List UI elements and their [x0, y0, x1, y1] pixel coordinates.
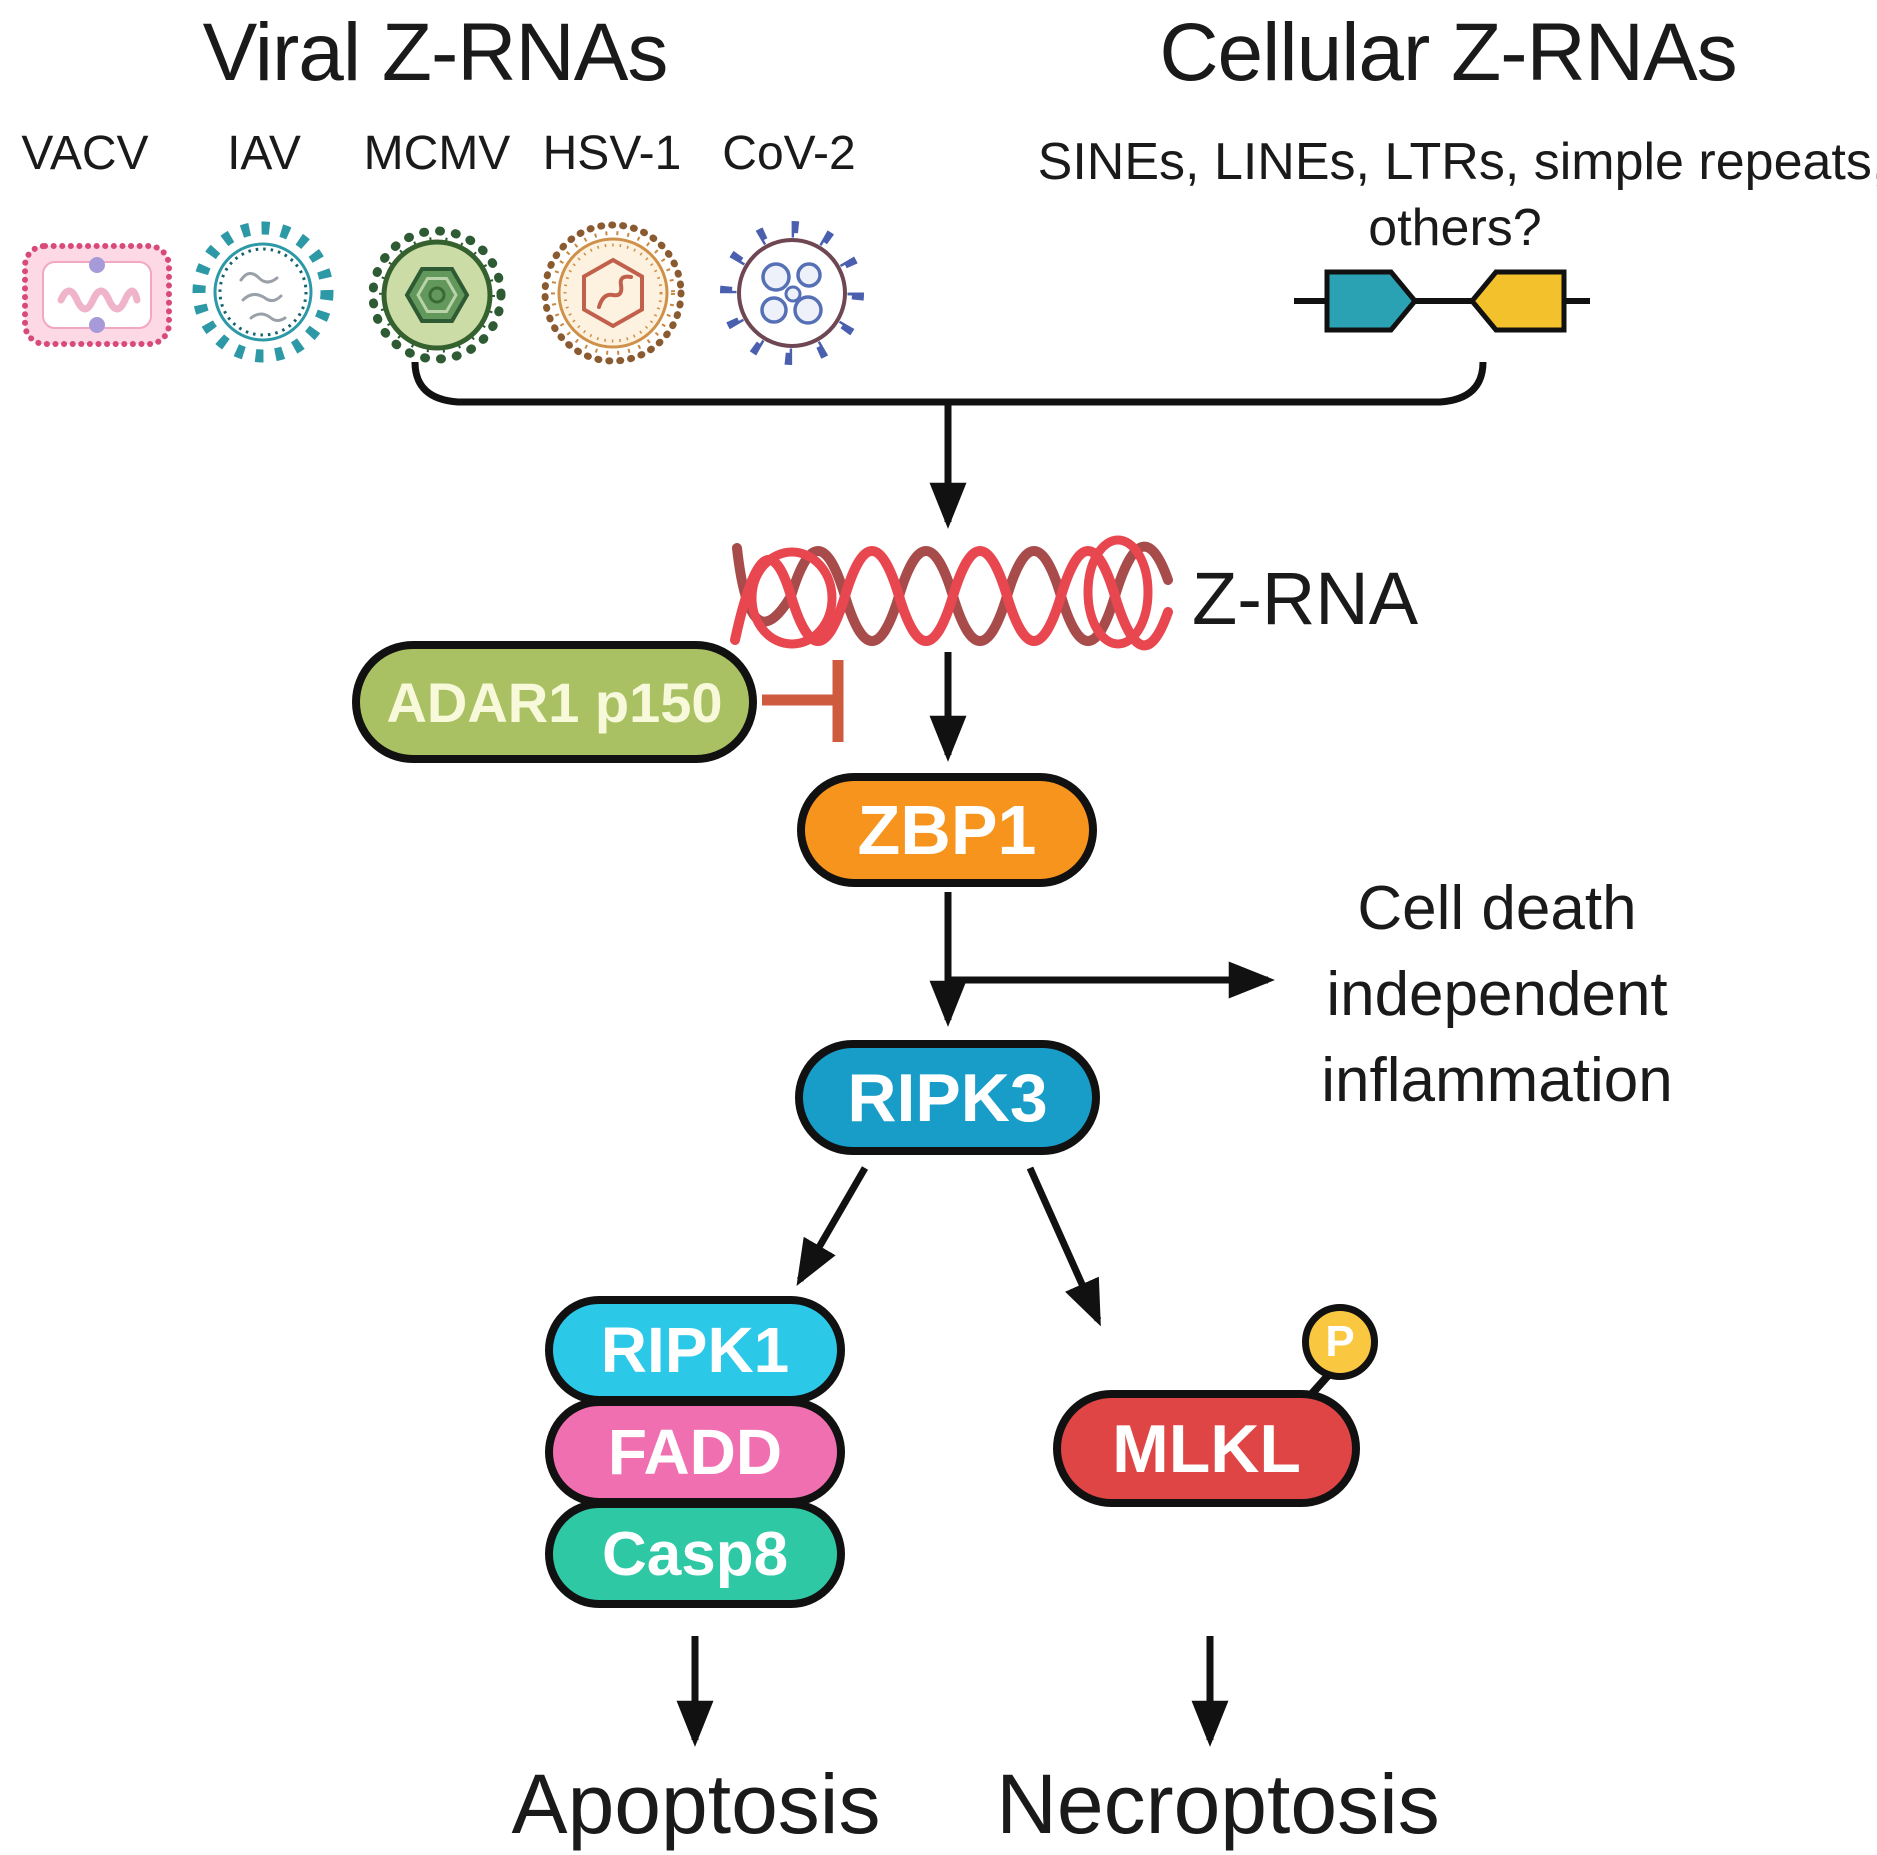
zrna-label: Z-RNA: [1192, 557, 1419, 640]
ripk1-node: RIPK1: [545, 1296, 845, 1404]
viral-section-title: Viral Z-RNAs: [202, 7, 669, 98]
zbp1-label: ZBP1: [857, 791, 1037, 869]
ripk1-label: RIPK1: [600, 1314, 790, 1386]
fadd-label: FADD: [607, 1416, 783, 1488]
hsv1-virus-icon: [538, 218, 688, 368]
phospho-label: P: [1325, 1317, 1355, 1366]
mlkl-label: MLKL: [1112, 1410, 1301, 1487]
z-rna-helix-icon: [730, 535, 1173, 651]
cellular-section-title: Cellular Z-RNAs: [1159, 7, 1737, 98]
zbp1-node: ZBP1: [797, 773, 1097, 887]
virus-label-hsv1: HSV-1: [542, 127, 682, 180]
inflammation-note-line1: Cell death: [1357, 874, 1637, 943]
retroelement-diagram-icon: [1294, 269, 1590, 333]
gather-bracket: [411, 361, 1487, 406]
cellular-subtitle-line1: SINEs, LINEs, LTRs, simple repeats,: [1037, 133, 1877, 191]
pathway-arrows: [676, 404, 1275, 1747]
arrow-ripk3-to-complex: [796, 1166, 869, 1286]
mlkl-node: MLKL: [1053, 1390, 1360, 1507]
virus-label-vacv: VACV: [21, 127, 149, 180]
casp8-label: Casp8: [601, 1519, 789, 1589]
necroptosis-label: Necroptosis: [996, 1757, 1440, 1851]
adar1-p150-node: ADAR1 p150: [352, 641, 757, 763]
virus-label-mcmv: MCMV: [363, 127, 511, 180]
iav-virus-icon: [188, 217, 338, 367]
virus-label-cov2: CoV-2: [722, 127, 856, 180]
inflammation-note-line3: inflammation: [1321, 1046, 1673, 1115]
adar1-p150-label: ADAR1 p150: [386, 670, 723, 734]
inhibition-tbar-icon: [762, 660, 844, 742]
arrow-ripk3-to-mlkl: [1026, 1166, 1102, 1327]
ripk3-node: RIPK3: [795, 1040, 1100, 1155]
cellular-subtitle-line2: others?: [1368, 199, 1542, 257]
cov2-virus-icon: [717, 218, 867, 368]
virus-label-iav: IAV: [227, 127, 301, 180]
fadd-node: FADD: [545, 1398, 845, 1506]
apoptosis-label: Apoptosis: [511, 1757, 881, 1851]
casp8-node: Casp8: [545, 1500, 845, 1608]
inflammation-note: Cell death independent inflammation: [1321, 866, 1672, 1124]
mcmv-virus-icon: [362, 220, 512, 370]
phospho-badge: P: [1302, 1304, 1378, 1380]
inflammation-note-line2: independent: [1326, 960, 1668, 1029]
ripk3-label: RIPK3: [847, 1059, 1048, 1136]
vacv-virus-icon: [17, 238, 177, 352]
